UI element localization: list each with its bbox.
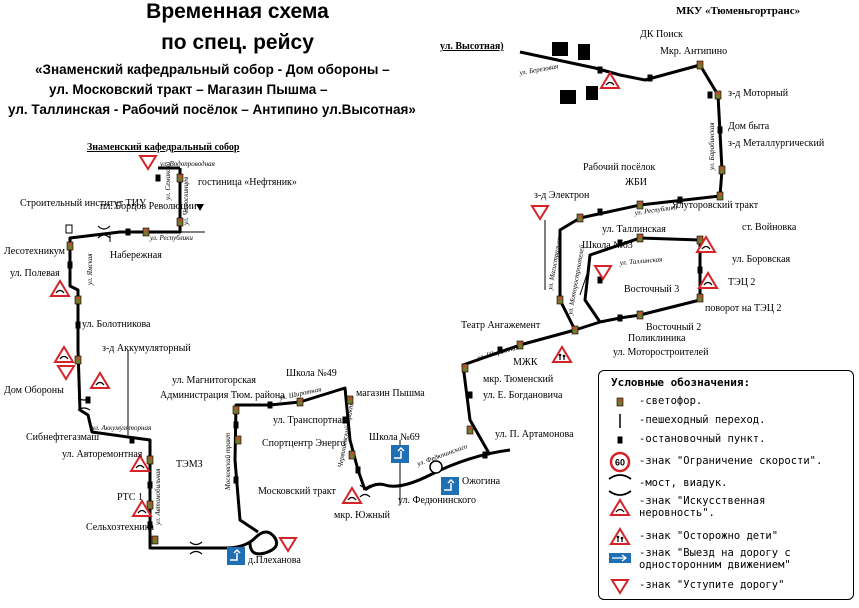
legend-item: -знак "Осторожно дети" [639, 530, 779, 542]
street-akkumulyatornaya: ул. Аккумуляторная [91, 424, 151, 432]
label-z-metallurgichesky: з-д Металлургический [728, 138, 825, 149]
label-yalutorovsky-trakt: Ялуторовский тракт [672, 200, 759, 211]
label-dk-poisk: ДК Поиск [640, 29, 683, 40]
traffic-light-icon [616, 397, 624, 407]
label-teatr-angazhement: Театр Ангажемент [461, 320, 541, 331]
label-ul-magnitogorskaya: ул. Магнитогорская [172, 375, 256, 386]
label-znamensky: Знаменский кафедральный собор [87, 142, 240, 153]
street-semakova: ул. Семакова [164, 161, 172, 201]
label-ul-tallinskaya: ул. Таллинская [602, 224, 666, 235]
legend-item: -знак "Уступите дорогу" [639, 579, 785, 591]
yield-icon [611, 579, 629, 594]
legend-item: -мост, виадук. [639, 477, 728, 489]
label-moskovsky-trakt: Московский тракт [258, 486, 337, 497]
children-icon [610, 528, 630, 545]
label-temz: ТЭМЗ [176, 459, 203, 470]
label-ul-e-bogdanovicha: ул. Е. Богдановича [483, 390, 563, 401]
label-ul-avtoremontnaya: ул. Авторемонтная [62, 449, 143, 460]
label-rabochy-posyolok: Рабочий посёлок [583, 162, 656, 173]
street-chelyuskintsev: ул. Челюскинцев [182, 177, 190, 226]
crosswalk-marker [65, 224, 73, 234]
label-ul-motorostroiteley: ул. Моторостроителей [613, 347, 709, 358]
label-z-elektron: з-д Электрон [534, 190, 590, 201]
route-description-line1: «Знаменский кафедральный собор - Дом обо… [35, 62, 390, 77]
legend-item: -знак "Ограничение скорости". [639, 455, 823, 467]
direction-arrow [196, 204, 204, 211]
legend-heading: Условные обозначения: [611, 376, 751, 389]
label-z-akkum: з-д Аккумуляторный [102, 343, 191, 354]
label-mkr-tyumensky: мкр. Тюменский [483, 374, 554, 385]
label-dom-byta: Дом быта [728, 121, 770, 132]
label-school49: Школа №49 [286, 368, 337, 379]
legend-item: -светофор. [639, 395, 703, 407]
label-selhoztehnika: Сельхозтехника [86, 522, 154, 533]
bus-stop-icon [617, 436, 623, 444]
legend-item: -пешеходный переход. [639, 414, 766, 426]
building-markers [552, 42, 598, 104]
route-description-line2: ул. Московский тракт – Магазин Пышма – [49, 82, 328, 97]
bridge-icon [608, 474, 632, 496]
label-pl-bortsov: пл. Борцов Революции [100, 201, 197, 212]
one-way-exit-icon [609, 553, 631, 563]
label-z-motorny: з-д Моторный [728, 88, 789, 99]
label-school69: Школа №69 [369, 432, 420, 443]
street-tallinskaya: ул. Таллинская [618, 255, 662, 267]
street-motorostroiteley: ул. Моторостроителей [566, 244, 586, 317]
label-mkr-antipino: Мкр. Антипино [660, 46, 727, 57]
label-dom-oborony: Дом Обороны [4, 385, 64, 396]
label-zhbi: ЖБИ [625, 177, 647, 188]
street-respubliki: ул. Республики [149, 234, 193, 242]
label-ul-bolotnikova: ул. Болотникова [82, 319, 151, 330]
label-ul-borovskaya: ул. Боровская [732, 254, 791, 265]
label-ul-polevaya: ул. Полевая [10, 268, 60, 279]
map-title: Временная схема [146, 0, 329, 23]
label-tets2: ТЭЦ 2 [728, 277, 755, 288]
label-ul-vysotnaya: ул. Высотная) [440, 41, 504, 52]
label-poliklinika: Поликлиника [628, 333, 686, 344]
street-berezovaya: ул. Березовая [518, 62, 559, 77]
label-mkr-yuzhny: мкр. Южный [334, 510, 391, 521]
label-d-plekhanova: д.Плеханова [248, 555, 301, 566]
label-sibneftegazmash: Сибнефтегазмаш [26, 432, 99, 443]
label-st-voinovka: ст. Войновка [742, 222, 797, 233]
street-avtomobilnaya: ул. Автомобильная [154, 469, 162, 526]
street-barabinskaya: ул. Барабинская [708, 122, 716, 171]
label-rts1: РТС 1 [117, 492, 143, 503]
street-yamskaya: ул. Ямская [86, 254, 94, 287]
label-administratsiya: Администрация Тюм. района [160, 390, 285, 401]
street-moskovsky-trakt-v: Московский тракт [224, 433, 232, 491]
label-lesotehnikum: Лесотехникум [4, 246, 66, 257]
label-ul-fedyuninskogo: ул. Федюнинского [398, 495, 476, 506]
label-naberezhnaya: Набережная [110, 250, 162, 261]
label-ul-transportnaya: ул. Транспортная [273, 415, 347, 426]
legend-item: -знак "Искусственная неровность". [639, 495, 766, 519]
legend-box: Условные обозначения: -светофор. -пешехо… [598, 370, 854, 600]
route-description-line3: ул. Таллинская - Рабочий посёлок – Антип… [8, 102, 416, 117]
label-mzhk: МЖК [513, 357, 538, 368]
label-ozhogina: Ожогина [462, 476, 501, 487]
stop-labels: Знаменский кафедральный собор гостиница … [4, 29, 825, 566]
label-vostochny3: Восточный 3 [624, 284, 679, 295]
label-magazin-pyshma: магазин Пышма [356, 388, 425, 399]
map-subtitle: по спец. рейсу [161, 31, 314, 54]
label-sportcentr: Спортцентр Энерго [262, 438, 346, 449]
label-ul-p-artamonova: ул. П. Артамонова [495, 429, 574, 440]
speed-bump-icon [610, 499, 630, 516]
label-stroitelny-institut: Строительный институт ТИУ [20, 198, 147, 209]
label-school63: Школа №63 [582, 240, 633, 251]
legend-item: -знак "Выезд на дорогу с односторонним д… [639, 547, 791, 571]
organization-label: МКУ «Тюменьгортранс» [676, 5, 801, 17]
label-povorot-tets2: поворот на ТЭЦ 2 [705, 303, 781, 314]
crosswalk-icon [619, 414, 621, 428]
speed-limit-icon: 60 [609, 451, 631, 473]
street-vodoprovodnaya: ул. Водопроводная [159, 160, 215, 168]
label-vostochny2: Восточный 2 [646, 322, 701, 333]
legend-item: -остановочный пункт. [639, 433, 766, 445]
svg-text:60: 60 [615, 458, 625, 468]
label-hotel-neftyanik: гостиница «Нефтяник» [198, 177, 297, 188]
roundabout-marker [429, 460, 443, 474]
bridge-icon [77, 225, 371, 555]
